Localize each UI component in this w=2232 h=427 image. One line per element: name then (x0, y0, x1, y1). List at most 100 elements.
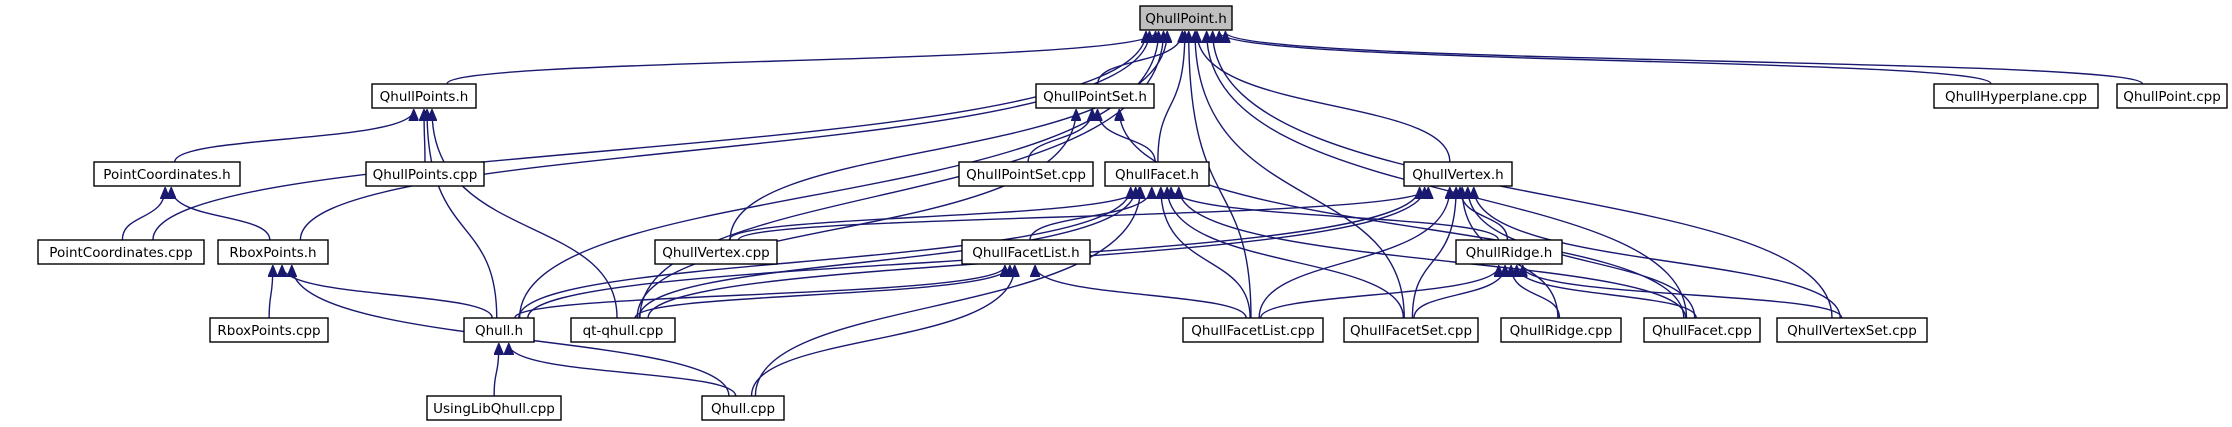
node-qhullfacetlist-h[interactable]: QhullFacetList.h (961, 239, 1091, 265)
node-qhullhyperplane-cpp[interactable]: QhullHyperplane.cpp (1933, 83, 2099, 109)
node-qhullfacetset-cpp[interactable]: QhullFacetSet.cpp (1343, 317, 1479, 343)
node-qhullfacet-h[interactable]: QhullFacet.h (1104, 161, 1210, 187)
node-qhullvertex-cpp[interactable]: QhullVertex.cpp (654, 239, 778, 265)
edge-qhullfacet-cpp-to-qhullpointset-h (1119, 110, 1685, 319)
node-label: QhullVertexSet.cpp (1787, 323, 1917, 339)
edges-layer (121, 32, 2144, 397)
node-box (1182, 317, 1324, 343)
node-qhull-h[interactable]: Qhull.h (463, 317, 535, 343)
node-label: QhullHyperplane.cpp (1945, 89, 2087, 105)
node-qt-qhull-cpp[interactable]: qt-qhull.cpp (570, 317, 676, 343)
edge-pointcoordinates-h-to-qhullpoints-h (174, 110, 414, 163)
node-usinglibqhull-cpp[interactable]: UsingLibQhull.cpp (426, 395, 562, 421)
node-box (654, 239, 778, 265)
edge-qhullfacetset-cpp-to-qhullpoint-h (1195, 32, 1405, 319)
node-label: QhullFacet.h (1115, 167, 1199, 183)
node-qhullpoints-cpp[interactable]: QhullPoints.cpp (365, 161, 485, 187)
edge-qhull-h-to-qhullpoints-h (427, 110, 498, 319)
edge-qhullvertexset-cpp-to-qhullvertex-h (1474, 188, 1841, 319)
edge-qt-qhull-cpp-to-qhullfacetlist-h (634, 266, 1010, 319)
node-box (701, 395, 785, 421)
node-rboxpoints-cpp[interactable]: RboxPoints.cpp (209, 317, 329, 343)
node-box (426, 395, 562, 421)
edge-rboxpoints-h-to-pointcoordinates-h (171, 188, 271, 241)
edge-qhullfacetlist-cpp-to-qhullpoint-h (1189, 32, 1252, 319)
edge-qt-qhull-cpp-to-qhullfacet-h (638, 188, 1136, 319)
node-qhullvertex-h[interactable]: QhullVertex.h (1403, 161, 1513, 187)
node-box (961, 239, 1091, 265)
node-qhullpoint-cpp[interactable]: QhullPoint.cpp (2116, 83, 2228, 109)
node-box (1455, 239, 1563, 265)
node-label: UsingLibQhull.cpp (433, 401, 555, 417)
edge-qhullhyperplane-cpp-to-qhullpoint-h (1219, 32, 1992, 85)
edge-qhull-cpp-to-qhullfacet-h (754, 188, 1140, 397)
node-label: QhullPointSet.h (1043, 89, 1147, 105)
edge-qhullpoints-cpp-to-qhullpoints-h (424, 110, 425, 163)
node-rboxpoints-h[interactable]: RboxPoints.h (217, 239, 329, 265)
node-box (365, 161, 485, 187)
edge-qhull-cpp-to-qhullfacetlist-h (750, 266, 1014, 397)
edge-qhull-h-to-qhullfacet-h (518, 188, 1131, 319)
node-box (1035, 83, 1155, 109)
node-label: Qhull.cpp (711, 401, 775, 417)
node-qhullfacet-cpp[interactable]: QhullFacet.cpp (1643, 317, 1761, 343)
edge-qhull-h-to-rboxpoints-h (282, 266, 493, 319)
edge-qt-qhull-cpp-to-qhullpointset-h (636, 110, 1076, 319)
node-qhullpoints-h[interactable]: QhullPoints.h (371, 83, 477, 109)
node-pointcoordinates-cpp[interactable]: PointCoordinates.cpp (37, 239, 205, 265)
node-label: RboxPoints.h (229, 245, 316, 261)
node-box (209, 317, 329, 343)
node-box (37, 239, 205, 265)
edge-qhullvertex-h-to-qhullpoint-h (1197, 32, 1451, 163)
node-qhullfacetlist-cpp[interactable]: QhullFacetList.cpp (1182, 317, 1324, 343)
edge-qhullfacetset-cpp-to-qhullfacet-h (1167, 188, 1405, 319)
node-box (1104, 161, 1210, 187)
node-qhullpointset-cpp[interactable]: QhullPointSet.cpp (958, 161, 1094, 187)
edge-qhullfacetset-cpp-to-qhullridge-h (1413, 266, 1505, 319)
edge-qhullfacet-cpp-to-qhullvertex-h (1468, 188, 1696, 319)
node-label: QhullPoints.cpp (373, 167, 478, 183)
node-pointcoordinates-h[interactable]: PointCoordinates.h (93, 161, 241, 187)
node-label: QhullVertex.h (1412, 167, 1503, 183)
node-qhullridge-h[interactable]: QhullRidge.h (1455, 239, 1563, 265)
edge-qhull-cpp-to-qhull-h (509, 344, 737, 397)
node-box (217, 239, 329, 265)
edge-qhullfacetlist-cpp-to-qhullvertex-h (1258, 188, 1450, 319)
node-label: RboxPoints.cpp (217, 323, 320, 339)
edge-usinglibqhull-cpp-to-qhull-h (493, 344, 499, 397)
node-label: QhullFacetSet.cpp (1350, 323, 1472, 339)
node-qhullvertexset-cpp[interactable]: QhullVertexSet.cpp (1776, 317, 1928, 343)
node-box (371, 83, 477, 109)
edge-rboxpoints-h-to-qhullpoint-h (299, 32, 1149, 241)
edge-qhullridge-h-to-qhullfacet-h (1171, 188, 1500, 241)
node-label: QhullPointSet.cpp (966, 167, 1086, 183)
node-label: QhullPoint.cpp (2123, 89, 2221, 105)
node-box (1343, 317, 1479, 343)
node-box (93, 161, 241, 187)
node-box (1500, 317, 1622, 343)
edge-qhullfacet-h-to-qhullpoint-h (1157, 32, 1185, 163)
edge-qhullfacetlist-cpp-to-qhullfacetlist-h (1035, 266, 1247, 319)
node-qhull-cpp[interactable]: Qhull.cpp (701, 395, 785, 421)
node-box (1643, 317, 1761, 343)
node-box (1776, 317, 1928, 343)
edge-qhullfacet-cpp-to-qhullfacet-h (1179, 188, 1687, 319)
edge-rboxpoints-cpp-to-rboxpoints-h (269, 266, 273, 319)
node-qhullridge-cpp[interactable]: QhullRidge.cpp (1500, 317, 1622, 343)
node-label: QhullVertex.cpp (662, 245, 770, 261)
edge-qhullfacetlist-cpp-to-qhullridge-h (1259, 266, 1499, 319)
node-qhullpointset-h[interactable]: QhullPointSet.h (1035, 83, 1155, 109)
edge-pointcoordinates-cpp-to-qhullpoint-h (152, 32, 1146, 241)
edge-qhullvertex-cpp-to-qhullvertex-h (737, 188, 1428, 241)
node-box (570, 317, 676, 343)
node-label: PointCoordinates.cpp (49, 245, 192, 261)
node-label: QhullPoint.h (1145, 11, 1227, 27)
edge-qhullpointset-cpp-to-qhullpointset-h (1027, 110, 1092, 163)
edge-qhull-h-to-qhullfacetlist-h (514, 266, 1005, 319)
edge-qhullpoints-h-to-qhullpoint-h (446, 32, 1156, 85)
node-box (2116, 83, 2228, 109)
node-label: QhullFacet.cpp (1652, 323, 1752, 339)
node-qhullpoint-h[interactable]: QhullPoint.h (1139, 5, 1233, 31)
edge-qhullvertex-cpp-to-qhullfacet-h (728, 188, 1139, 241)
